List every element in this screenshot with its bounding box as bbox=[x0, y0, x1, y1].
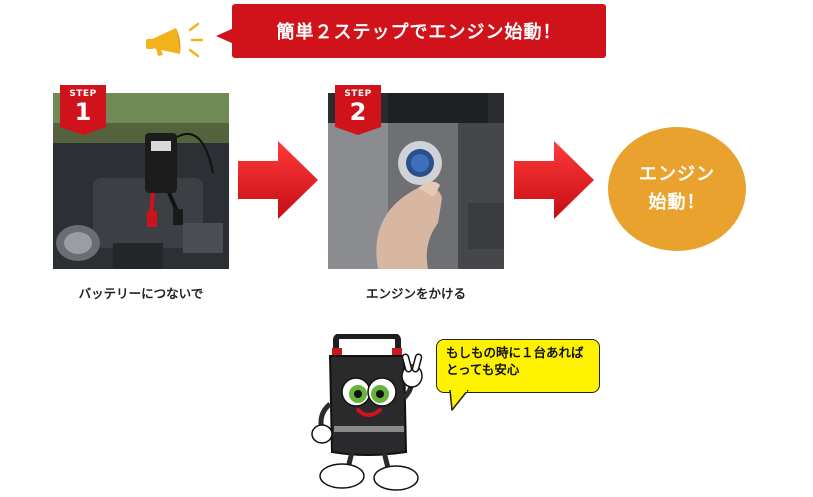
banner-tail bbox=[216, 28, 234, 44]
step-2-badge: STEP 2 bbox=[335, 85, 381, 135]
headline-banner: 簡単２ステップでエンジン始動！ bbox=[232, 4, 606, 58]
arrow-right-icon bbox=[238, 141, 318, 219]
speech-bubble: もしもの時に１台あれば とっても安心 bbox=[436, 339, 600, 393]
step-2-caption: エンジンをかける bbox=[365, 286, 466, 301]
speech-bubble-tail bbox=[448, 389, 472, 412]
arrow-right-icon bbox=[514, 141, 594, 219]
bubble-line-2: とっても安心 bbox=[446, 361, 520, 377]
jump-starter-mascot bbox=[308, 333, 438, 493]
step-2-label: STEP bbox=[344, 89, 372, 99]
step-1-label: STEP bbox=[69, 89, 97, 99]
result-line-2: 始動！ bbox=[648, 192, 706, 213]
step-1-caption: バッテリーにつないで bbox=[78, 286, 204, 301]
engine-start-result-badge: エンジン 始動！ bbox=[608, 127, 746, 251]
result-line-1: エンジン bbox=[639, 164, 715, 186]
megaphone-icon bbox=[142, 20, 212, 62]
step-1-badge: STEP 1 bbox=[60, 85, 106, 135]
step-1-number: 1 bbox=[74, 98, 92, 126]
step-2-number: 2 bbox=[349, 98, 367, 126]
battery-clamps-photo bbox=[53, 93, 229, 269]
bubble-line-1: もしもの時に１台あれば bbox=[446, 345, 584, 360]
